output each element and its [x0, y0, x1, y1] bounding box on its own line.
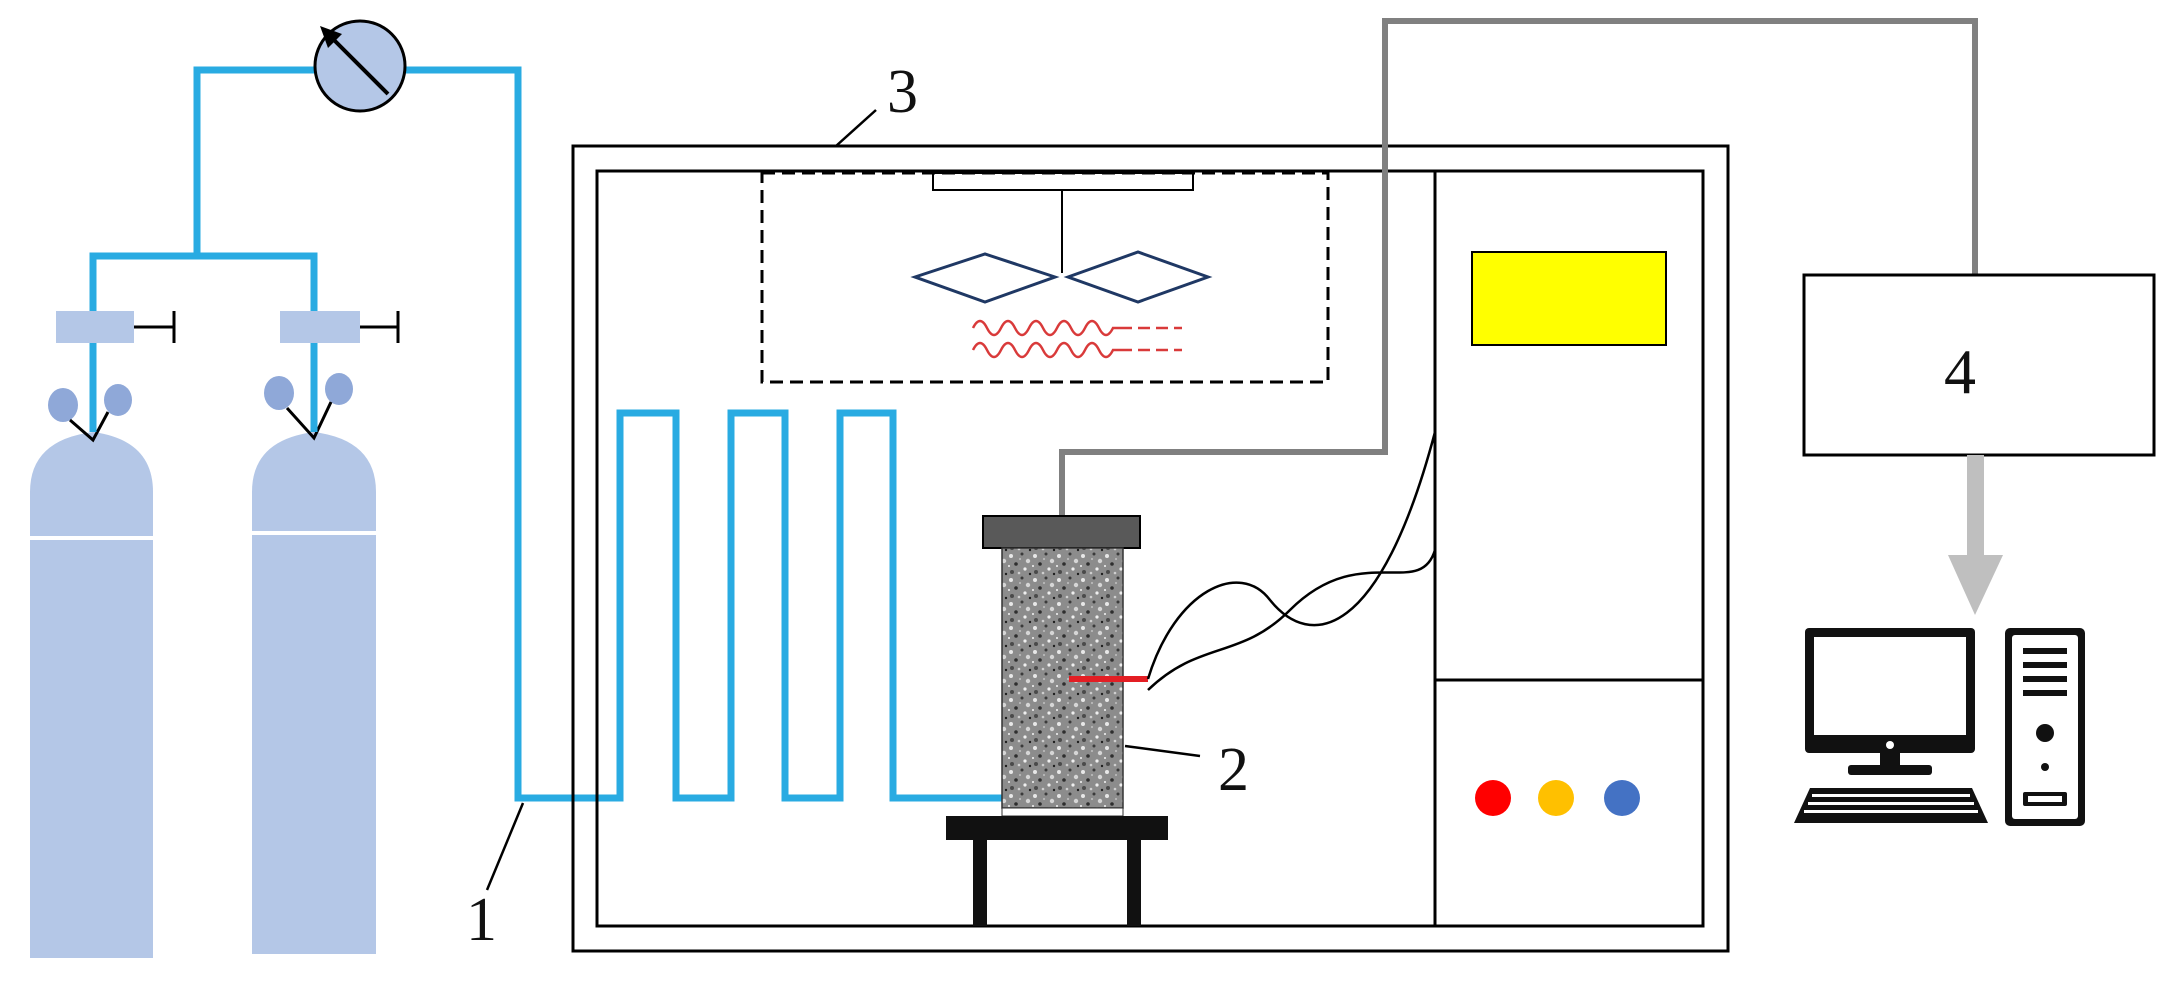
- indicator-light-yellow: [1538, 780, 1574, 816]
- leader-line-1: [485, 802, 525, 891]
- gas-pipe: [89, 66, 1040, 802]
- specimen-base: [1001, 807, 1124, 817]
- pressure-gauge-icon: [313, 19, 407, 113]
- fan-heater-unit: [760, 171, 1330, 384]
- label-specimen: 2: [1218, 736, 1249, 804]
- support-table-top: [946, 816, 1168, 840]
- desktop-computer-icon: [1794, 628, 2085, 826]
- gas-cylinder-right: [252, 373, 376, 954]
- indicator-light-red: [1475, 780, 1511, 816]
- support-table-leg-right: [1127, 840, 1141, 926]
- sensor-wires: [1146, 431, 1437, 691]
- fan-blade-right: [1063, 250, 1213, 304]
- data-flow-arrow: [1948, 455, 2003, 615]
- pressure-regulator-left: [56, 311, 176, 343]
- heater-coil: [971, 319, 1182, 359]
- environmental-chamber: [571, 144, 1730, 953]
- data-acquisition-box: [1802, 273, 2156, 457]
- label-pipe: 1: [466, 886, 497, 954]
- indicator-light-blue: [1604, 780, 1640, 816]
- indicator-lights: [1475, 780, 1640, 816]
- signal-cable: [1059, 18, 1978, 516]
- leader-line-3: [835, 109, 877, 147]
- label-acquisition: 4: [1944, 336, 1976, 407]
- specimen-assembly: [946, 515, 1168, 926]
- gas-cylinder-left: [30, 384, 153, 958]
- leader-line-2: [1124, 744, 1201, 758]
- pressure-regulator-right: [280, 311, 400, 343]
- control-panel-display: [1471, 251, 1667, 346]
- fan-blade-left: [910, 252, 1060, 304]
- label-chamber: 3: [887, 58, 918, 126]
- leader-lines: [485, 109, 1201, 891]
- specimen-top-cap: [982, 515, 1141, 549]
- support-table-leg-left: [973, 840, 987, 926]
